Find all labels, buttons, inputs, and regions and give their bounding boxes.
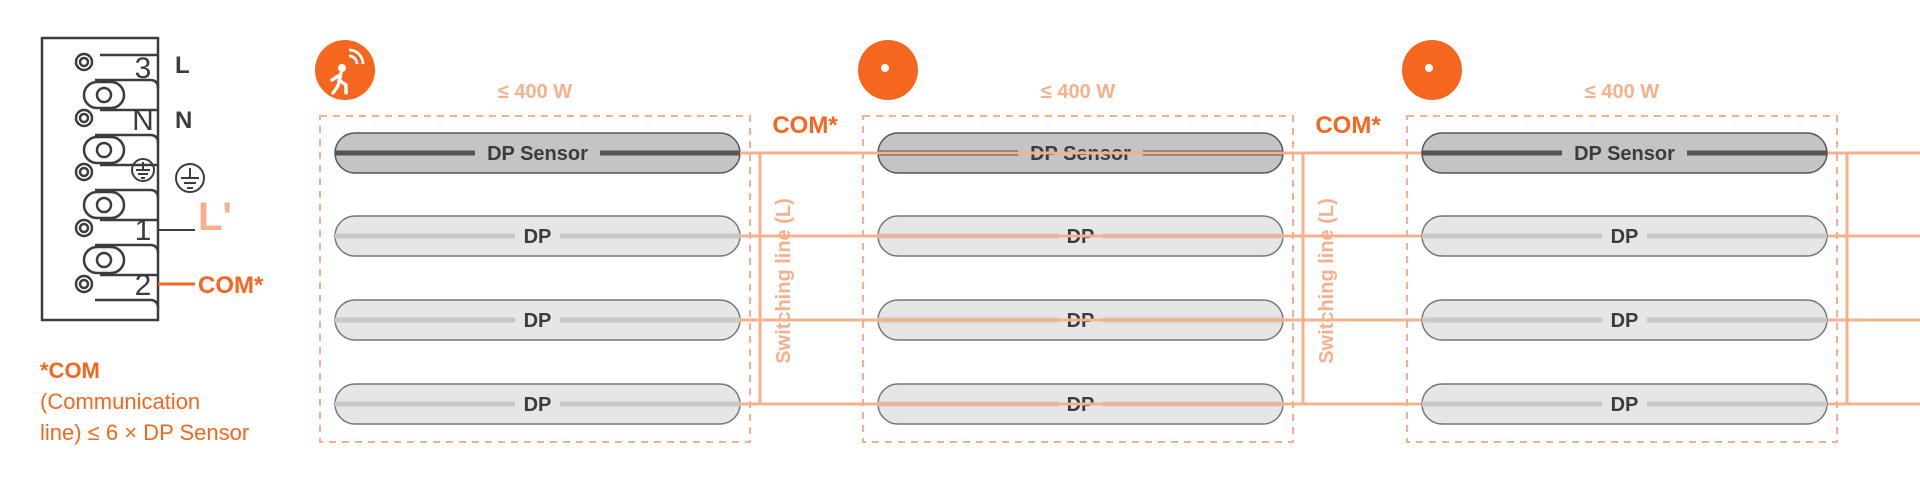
power-limit-label: ≤ 400 W <box>1585 81 1659 103</box>
motion-sensor-icon <box>330 40 1462 100</box>
switching-line-label: Switching line (L) <box>1316 198 1338 364</box>
power-limit-label: ≤ 400 W <box>498 81 572 103</box>
dp-lamp: DP <box>1421 215 1828 257</box>
legend-line: line) ≤ 6 × DP Sensor <box>40 420 250 445</box>
dp-lamp-label: DP <box>524 226 552 248</box>
dp-sensor-lamp: DP Sensor <box>334 132 741 174</box>
dp-lamp-label: DP <box>1611 226 1639 248</box>
terminal-block: 3 N 1 2 <box>40 36 195 322</box>
terminal-label-n: N <box>175 107 192 134</box>
dp-lamp-label: DP <box>1611 394 1639 416</box>
terminal-label-l: L <box>175 52 190 79</box>
dp-lamp: DP <box>334 383 741 425</box>
dp-sensor-lamp: DP Sensor <box>1421 132 1828 174</box>
group-boundary <box>319 115 751 443</box>
group-boundary <box>1406 115 1838 443</box>
legend-line: (Communication <box>40 389 201 414</box>
dp-lamp-label: DP <box>524 394 552 416</box>
dp-lamp: DP <box>1421 299 1828 341</box>
dp-lamp: DP <box>1421 383 1828 425</box>
terminal-number: 2 <box>135 269 152 302</box>
power-limit-label: ≤ 400 W <box>1041 81 1115 103</box>
com-label: COM* <box>772 112 838 139</box>
ground-icon <box>131 158 155 182</box>
terminal-label-l-prime: L' <box>198 195 232 239</box>
terminal-number: N <box>132 104 154 137</box>
group-boundary <box>862 115 1294 443</box>
ground-icon <box>175 163 205 193</box>
legend-title: *COM <box>40 358 100 383</box>
com-label: COM* <box>1315 112 1381 139</box>
terminal-number: 3 <box>135 52 152 85</box>
dp-lamp: DP <box>334 299 741 341</box>
com-legend: *COM (Communication line) ≤ 6 × DP Senso… <box>40 355 300 448</box>
terminal-label-com: COM* <box>198 272 264 299</box>
dp-sensor-label: DP Sensor <box>487 143 588 165</box>
terminal-number: 1 <box>135 214 152 247</box>
motion-sensor-icon <box>330 40 918 100</box>
dp-lamp-label: DP <box>524 310 552 332</box>
dp-sensor-label: DP Sensor <box>1574 143 1675 165</box>
dp-lamp: DP <box>334 215 741 257</box>
dp-lamp-label: DP <box>1611 310 1639 332</box>
switching-line-label: Switching line (L) <box>773 198 795 364</box>
